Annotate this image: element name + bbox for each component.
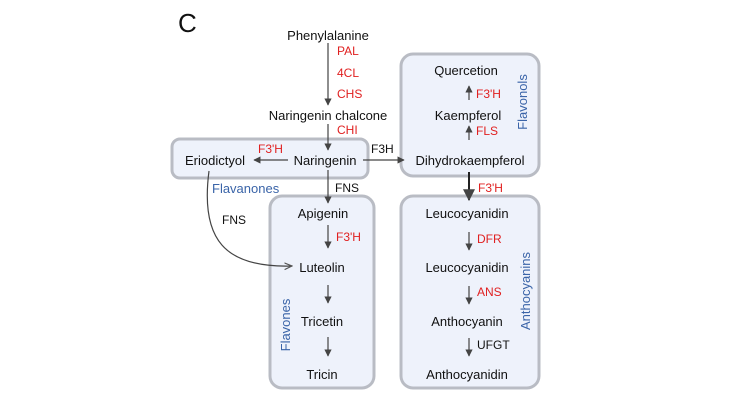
group-label-flavones: Flavones <box>278 298 293 351</box>
compound-luteolin: Luteolin <box>299 260 345 275</box>
compound-anthocyanidin: Anthocyanidin <box>426 367 508 382</box>
enzyme-chs: CHS <box>337 87 362 101</box>
compound-naringenin: Naringenin <box>294 153 357 168</box>
enzyme-f3h-quercetion: F3'H <box>476 87 501 101</box>
group-label-anthocyanins: Anthocyanins <box>518 251 533 330</box>
compound-leucocyanidin-1: Leucocyanidin <box>425 206 508 221</box>
compound-dihydrokaempferol: Dihydrokaempferol <box>415 153 524 168</box>
compound-eriodictyol: Eriodictyol <box>185 153 245 168</box>
compound-apigenin: Apigenin <box>298 206 349 221</box>
flavones-box <box>268 194 376 390</box>
enzyme-4cl: 4CL <box>337 66 359 80</box>
compound-quercetion: Quercetion <box>434 63 498 78</box>
enzyme-f3h-leucocyanidin: F3'H <box>478 181 503 195</box>
enzyme-f3h-eriodictyol: F3'H <box>258 142 283 156</box>
enzyme-fls: FLS <box>476 124 498 138</box>
compound-naringenin-chalcone: Naringenin chalcone <box>269 108 388 123</box>
enzyme-ufgt: UFGT <box>477 338 510 352</box>
compound-tricetin: Tricetin <box>301 314 343 329</box>
compound-anthocyanin: Anthocyanin <box>431 314 503 329</box>
compound-phenylalanine: Phenylalanine <box>287 28 369 43</box>
compound-tricin: Tricin <box>306 367 337 382</box>
arrow-eriodictyol-to-luteolin <box>206 170 292 266</box>
enzyme-ans: ANS <box>477 285 502 299</box>
enzyme-fns-side: FNS <box>222 213 246 227</box>
group-label-flavonols: Flavonols <box>515 74 530 130</box>
enzyme-fns-main: FNS <box>335 181 359 195</box>
flavanones-box <box>170 137 370 180</box>
group-label-flavanones: Flavanones <box>212 181 280 196</box>
enzyme-pal: PAL <box>337 44 359 58</box>
enzyme-f3h: F3H <box>371 142 394 156</box>
enzyme-chi: CHI <box>337 123 358 137</box>
compound-leucocyanidin-2: Leucocyanidin <box>425 260 508 275</box>
enzyme-dfr: DFR <box>477 232 502 246</box>
panel-label: C <box>178 8 197 38</box>
enzyme-f3h-luteolin: F3'H <box>336 230 361 244</box>
compound-kaempferol: Kaempferol <box>435 108 502 123</box>
